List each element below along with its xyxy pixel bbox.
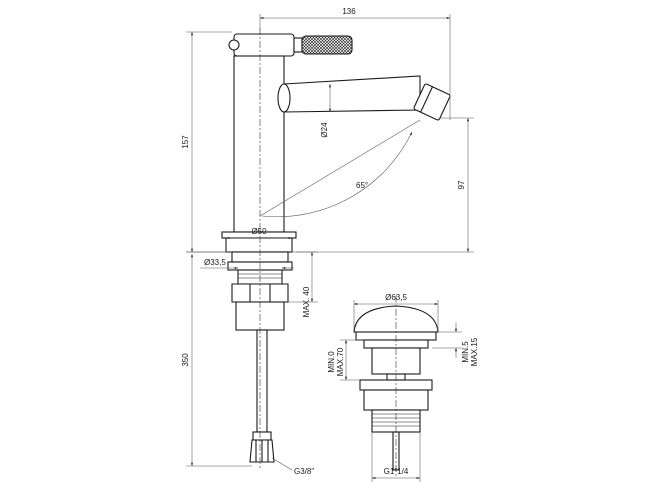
dim-max-70: MAX.70 (336, 347, 345, 376)
dim-height-157: 157 (181, 135, 190, 149)
dim-min-5: MIN.5 (461, 341, 470, 363)
angle-arc (261, 131, 413, 217)
faucet-dimensions: 136 157 Ø24 65° 97 Ø50 Ø33,5 MAX. 40 (181, 7, 474, 476)
dim-dia-24: Ø24 (320, 122, 329, 138)
dim-dia-63-5: Ø63,5 (385, 293, 407, 302)
dim-width-136: 136 (342, 7, 356, 16)
nozzle (413, 83, 451, 121)
faucet-column (233, 55, 285, 233)
dim-thread-g3-8: G3/8" (294, 467, 314, 476)
base-flange (225, 237, 293, 253)
spout-root (277, 83, 291, 113)
drain-dimensions: Ø63,5 MIN.0 MAX.70 MIN.5 MAX.15 G1"1/4 (327, 293, 479, 482)
dim-max-15: MAX.15 (470, 337, 479, 366)
dim-height-97: 97 (457, 180, 466, 189)
spout (283, 75, 421, 113)
pop-up-drain (353, 296, 439, 476)
faucet-body (221, 28, 451, 470)
hose-ferrule (252, 431, 272, 441)
dim-max-40: MAX. 40 (302, 286, 311, 317)
drain-spindle (392, 431, 400, 471)
dim-dia-33-5: Ø33,5 (204, 258, 226, 267)
lever-neck (293, 37, 303, 53)
dim-min-0: MIN.0 (327, 351, 336, 373)
dim-dia-50: Ø50 (251, 227, 267, 236)
lever-base (233, 33, 295, 57)
dim-length-350: 350 (181, 353, 190, 367)
knurled-lever-grip (301, 35, 353, 55)
lever-pivot (228, 39, 240, 51)
dim-thread-g1-1-4: G1"1/4 (384, 467, 409, 476)
dim-angle-65: 65° (356, 181, 368, 190)
flex-hose (256, 329, 268, 433)
